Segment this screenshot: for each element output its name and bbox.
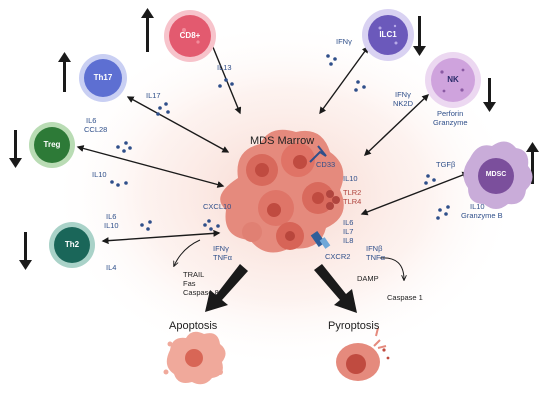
apoptosis-signal-arrow: [174, 239, 201, 266]
th2-il10-label: IL10: [104, 221, 119, 230]
mdsc-label: MDSC: [485, 171, 507, 178]
nk-ifng-label: IFNγ: [395, 90, 411, 99]
nk-nk2d-label: NK2D: [393, 99, 414, 108]
pyroptotic-cell: [336, 327, 390, 381]
il6-label: IL6: [343, 218, 354, 227]
mdsc-tgfb-label: TGFβ: [436, 160, 456, 169]
trend-down-ilc1: [413, 16, 426, 56]
trail-label: TRAIL: [183, 270, 205, 279]
tlr2-label: TLR2: [343, 188, 362, 197]
treg-il6-label: IL6: [86, 116, 97, 125]
apoptosis-arrow: [205, 264, 248, 312]
th17-label: Th17: [93, 73, 113, 82]
cxcl10-label: CXCL10: [203, 202, 232, 211]
trend-down-th2: [19, 232, 32, 270]
trend-up-cd8: [141, 8, 154, 52]
cd33-label: CD33: [316, 160, 336, 169]
cxcr2-label: CXCR2: [325, 252, 351, 261]
nk-perforin-label: Perforin: [437, 109, 464, 118]
cd33-receptor: [309, 145, 327, 163]
nk-granzyme-label: Granzyme: [433, 118, 468, 127]
arrow-th17: [126, 96, 230, 153]
trend-arrows: [9, 8, 539, 270]
th2-il4-label: IL4: [106, 263, 117, 272]
arrow-th2: [101, 229, 221, 245]
arrow-ilc1: [319, 45, 369, 115]
damp-label: DAMP: [357, 274, 379, 283]
pyroptosis-arrow: [314, 264, 357, 313]
cd8-il13-label: IL13: [217, 63, 232, 72]
damp-signal-arrow: [379, 257, 404, 280]
ilc1-cell: [362, 9, 414, 61]
nk-label: NK: [447, 75, 459, 84]
th17-cell: [79, 54, 127, 102]
th2-il6-label: IL6: [106, 212, 117, 221]
ifng-left-label: IFNγ: [213, 244, 229, 253]
treg-cell: [29, 122, 75, 168]
caspase1-label: Caspase 1: [387, 293, 423, 302]
cytokine-dots: [110, 54, 450, 231]
arrow-mdsc: [360, 171, 470, 216]
trend-up-th17: [58, 52, 71, 92]
il7-label: IL7: [343, 227, 354, 236]
marrow-title: MDS Marrow: [250, 135, 315, 147]
caspase8-label: Caspase 8: [183, 288, 219, 297]
trend-down-nk: [483, 78, 496, 112]
fas-label: Fas: [183, 279, 196, 288]
cxcr2-receptor: [310, 230, 331, 249]
trend-down-treg: [9, 130, 22, 168]
treg-il10-label: IL10: [92, 170, 107, 179]
apoptotic-cell: [163, 331, 226, 385]
ifnb-label: IFNβ: [366, 244, 383, 253]
trend-up-mdsc: [526, 142, 539, 184]
il10-label: IL10: [343, 174, 358, 183]
arrow-nk: [363, 94, 430, 156]
th2-label: Th2: [64, 240, 80, 249]
marrow-cluster: [220, 129, 344, 253]
outcome-arrows: [205, 264, 357, 313]
nk-cell: [425, 52, 481, 108]
tnfa-right-label: TNFα: [366, 253, 385, 262]
treg-ccl28-label: CCL28: [84, 125, 108, 134]
treg-label: Treg: [43, 140, 61, 149]
il8-label: IL8: [343, 236, 354, 245]
ilc1-label: ILC1: [379, 30, 397, 39]
ilc1-ifng-label: IFNγ: [336, 37, 352, 46]
arrow-cd8: [206, 33, 242, 115]
apoptosis-title: Apoptosis: [169, 320, 218, 332]
pyroptosis-title: Pyroptosis: [328, 320, 380, 332]
mdsc-il10-label: IL10: [470, 202, 485, 211]
tlr-receptor: [326, 190, 340, 210]
mdsc-granzymeb-label: Granzyme B: [461, 211, 503, 220]
tlr4-label: TLR4: [343, 197, 362, 206]
cd8-cell: [164, 10, 216, 62]
interaction-arrows: [76, 33, 470, 245]
th2-cell: [49, 222, 95, 268]
mdsc-cell: [463, 141, 533, 209]
cd8-label: CD8+: [179, 31, 201, 40]
tnfa-left-label: TNFα: [213, 253, 232, 262]
th17-il17-label: IL17: [146, 91, 161, 100]
arrow-treg: [76, 145, 225, 188]
